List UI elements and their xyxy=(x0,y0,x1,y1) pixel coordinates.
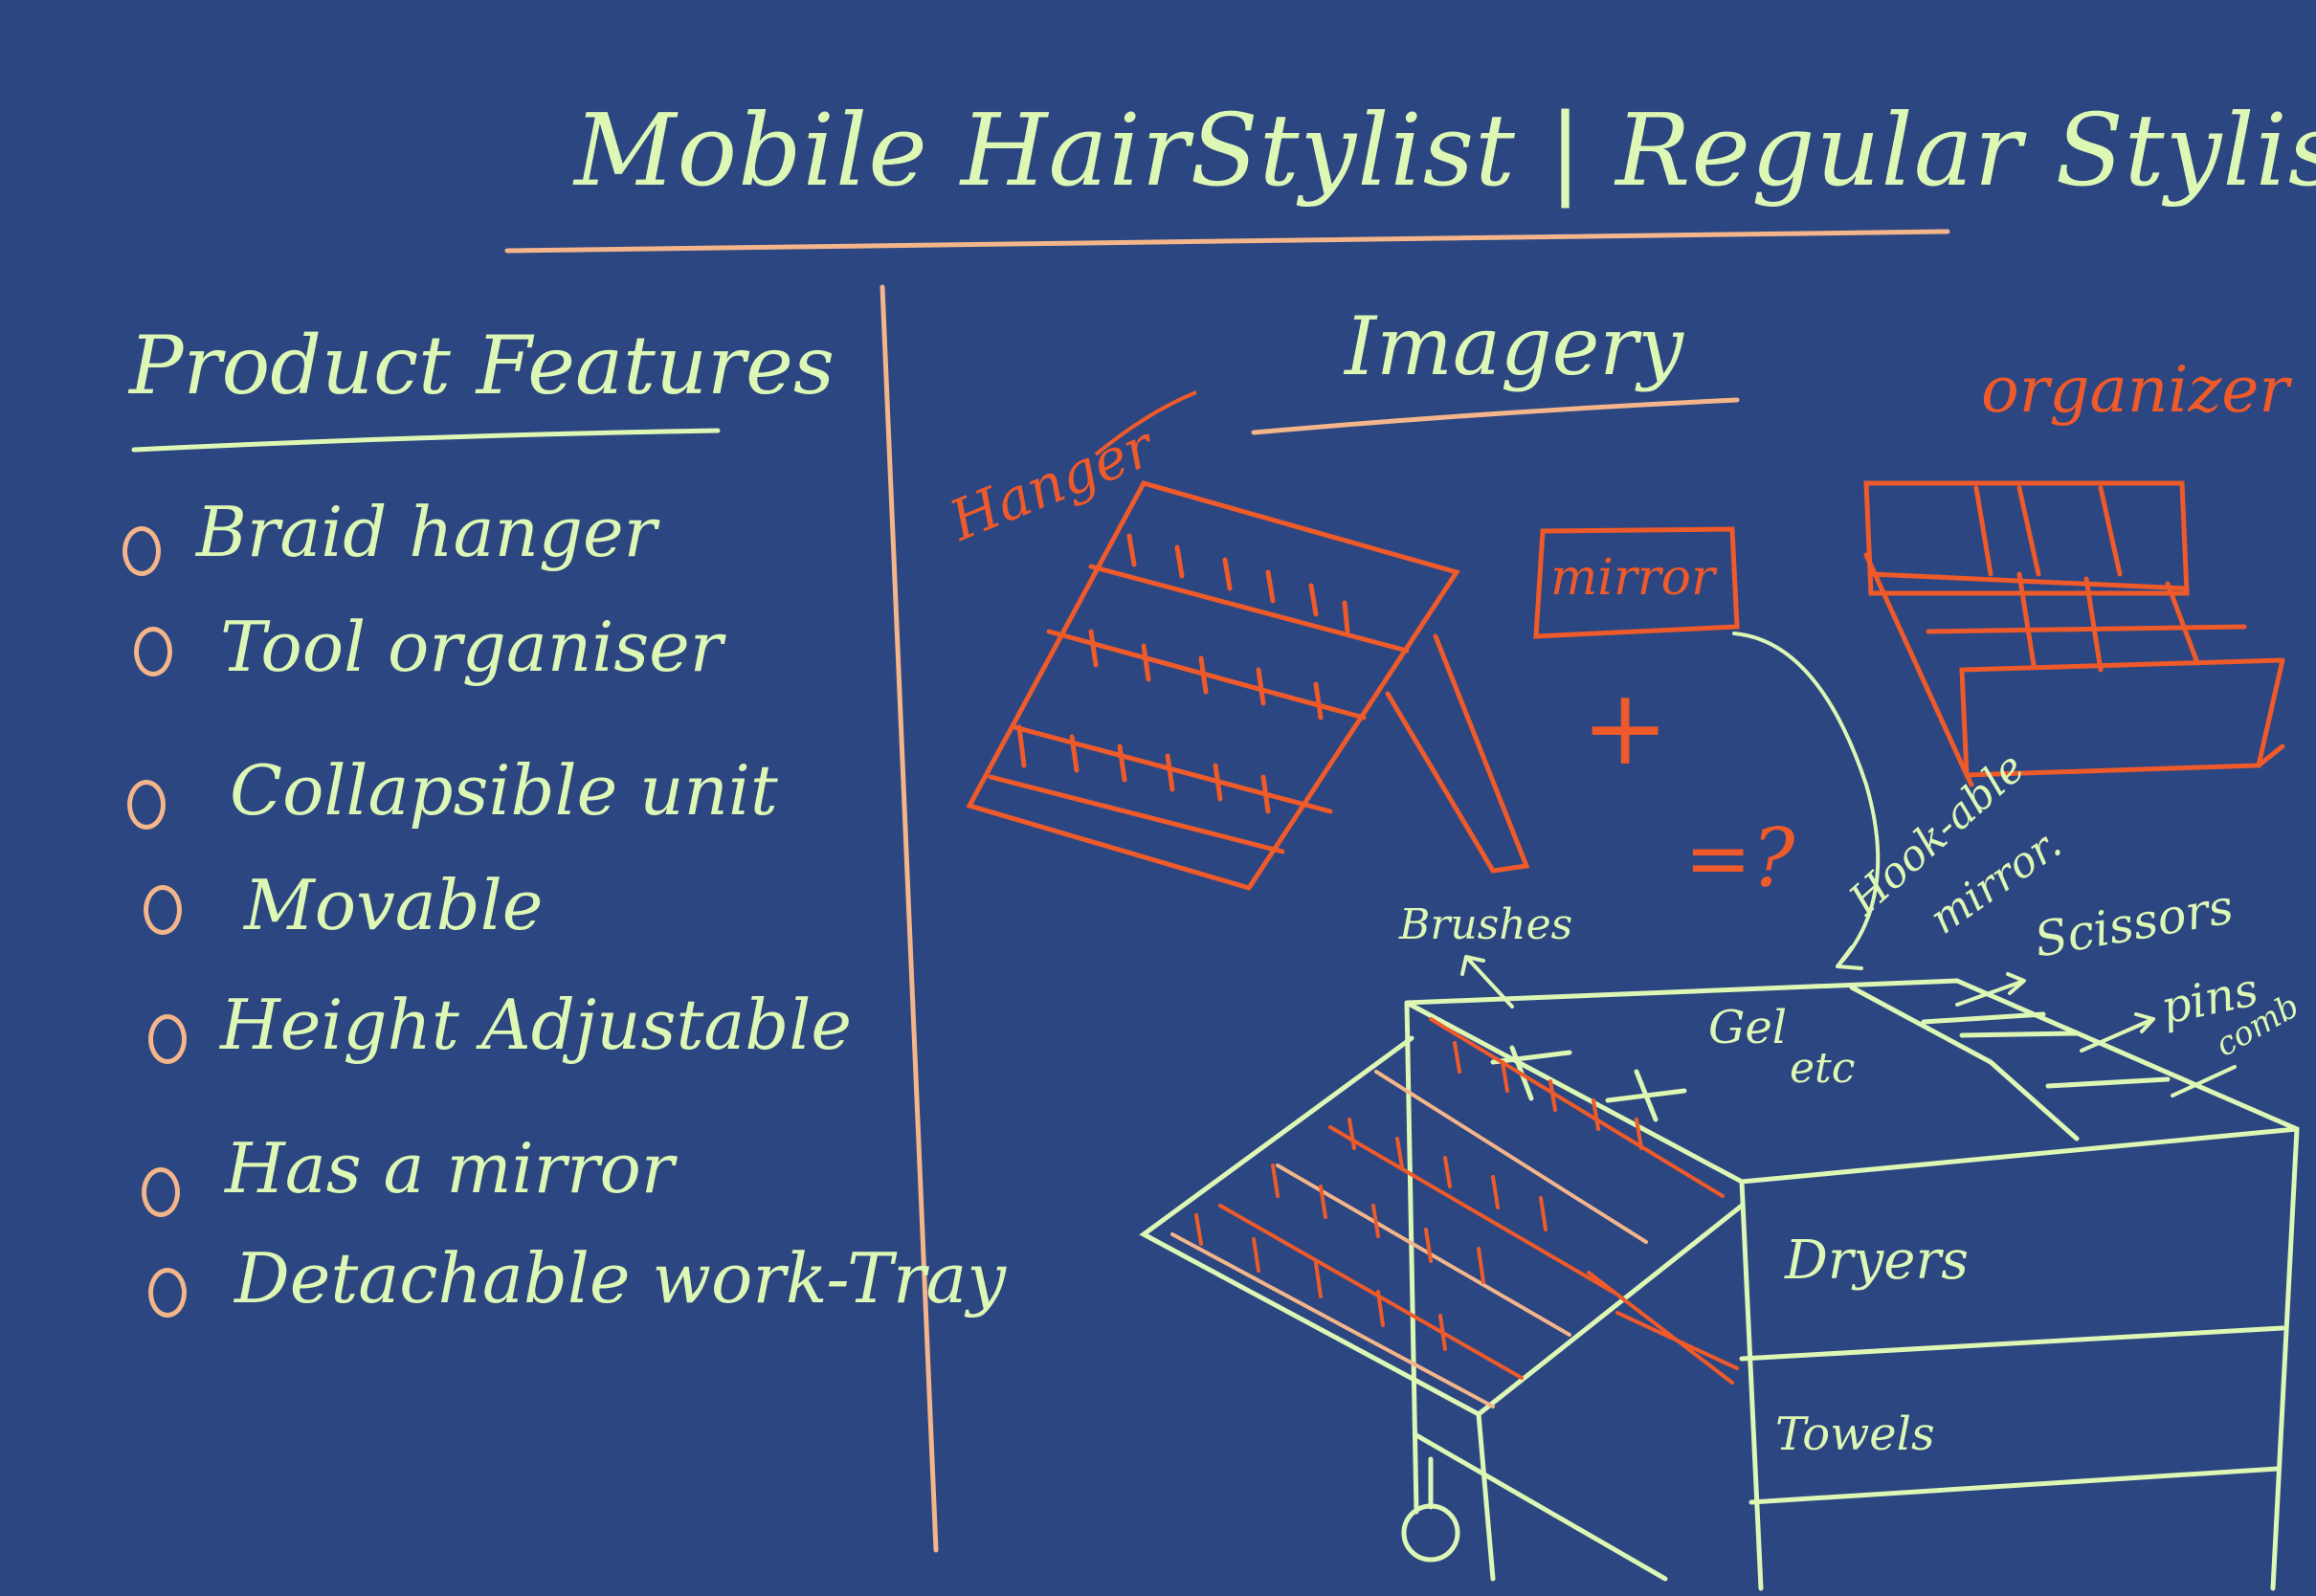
feature-label: Collapsible unit xyxy=(230,750,778,831)
gel-label-line1: Gel xyxy=(1708,1001,1788,1054)
organizer-label: organizer xyxy=(1981,353,2289,427)
feature-label: Braid hanger xyxy=(196,492,657,572)
bullet-circle-icon xyxy=(148,1268,187,1318)
hanger-label-underline xyxy=(1094,390,1197,456)
brushes-arrow xyxy=(1460,955,1514,1009)
pins-arrow xyxy=(2080,1012,2155,1053)
features-underline xyxy=(131,428,721,453)
comb-arrow xyxy=(2171,1065,2237,1097)
equals-question: =? xyxy=(1684,811,1795,905)
bullet-circle-icon xyxy=(122,526,161,576)
mirror-arrow xyxy=(1732,632,1881,970)
feature-label: Detachable work-Tray xyxy=(234,1238,1006,1319)
bullet-circle-icon xyxy=(148,1014,187,1064)
page-title: Mobile HairStylist | Regular Stylist xyxy=(574,92,2316,209)
column-divider xyxy=(880,284,939,1553)
cart-hanger-tray xyxy=(1170,1017,1739,1408)
feature-label: Movable xyxy=(244,865,544,945)
bullet-circle-icon xyxy=(134,627,172,676)
feature-label: Tool organiser xyxy=(220,607,724,687)
scissors-arrow xyxy=(1955,972,2026,1007)
mirror-box xyxy=(1533,526,1740,639)
mirror-label: mirror xyxy=(1550,549,1715,607)
title-underline xyxy=(504,229,1950,254)
imagery-heading: Imagery xyxy=(1345,299,1684,393)
bullet-circle-icon xyxy=(142,1167,180,1217)
gel-label-line2: etc xyxy=(1790,1044,1856,1093)
bullet-circle-icon xyxy=(144,885,182,935)
features-heading: Product Features xyxy=(129,319,835,412)
feature-label: Has a mirror xyxy=(225,1128,675,1208)
towels-label: Towels xyxy=(1775,1408,1935,1461)
dryers-label: Dryers xyxy=(1785,1230,1969,1292)
imagery-underline xyxy=(1251,397,1740,435)
brushes-label: Brushes xyxy=(1399,900,1573,949)
cart-sketch xyxy=(1139,978,2300,1591)
organizer-sketch xyxy=(1863,480,2285,787)
plus-sign: + xyxy=(1581,666,1670,788)
hanger-sketch xyxy=(966,480,1530,891)
feature-label: Height Adjustable xyxy=(220,985,853,1065)
bullet-circle-icon xyxy=(127,780,166,830)
